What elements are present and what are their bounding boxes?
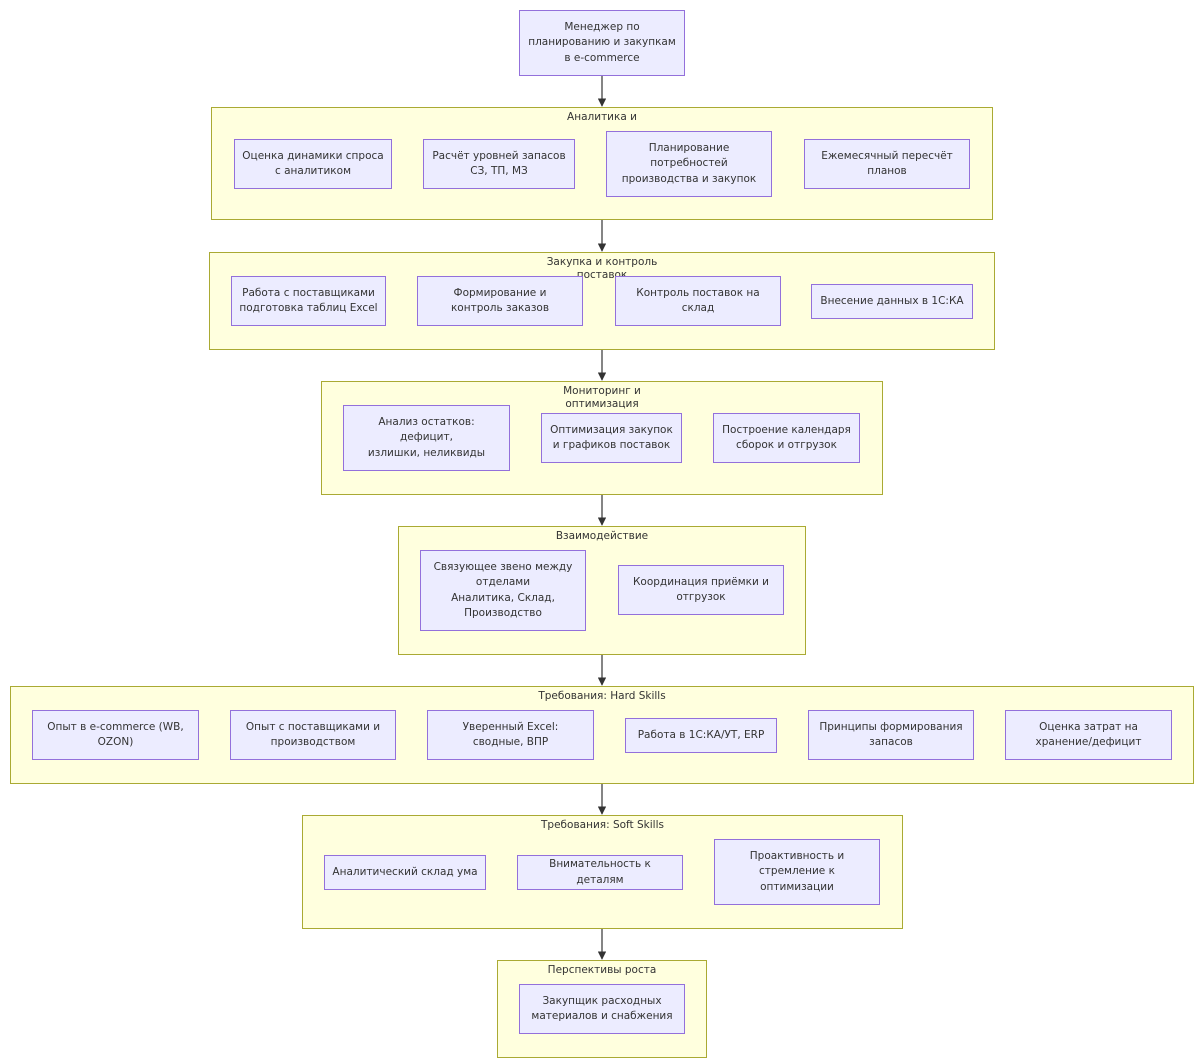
node-ecommerce-experience: Опыт в e-commerce (WB, OZON) [32, 710, 199, 760]
node-stock-levels: Расчёт уровней запасов СЗ, ТП, МЗ [423, 139, 575, 189]
cluster-title: Требования: Hard Skills [538, 690, 666, 702]
node-stock-principles: Принципы формирования запасов [808, 710, 974, 760]
node-department-link: Связующее звено между отделами Аналитика… [420, 550, 586, 631]
cluster-title: Взаимодействие [555, 530, 649, 542]
cluster-hard-skills: Требования: Hard Skills [10, 686, 1194, 784]
node-delivery-control: Контроль поставок на склад [615, 276, 781, 326]
node-excel-skills: Уверенный Excel: сводные, ВПР [427, 710, 594, 760]
node-attention-to-detail: Внимательность к деталям [517, 855, 683, 890]
node-buyer-supply: Закупщик расходных материалов и снабжени… [519, 984, 685, 1034]
cluster-title: Аналитика и планирование [567, 111, 637, 123]
node-assembly-calendar: Построение календаря сборок и отгрузок [713, 413, 860, 463]
node-order-forming: Формирование и контроль заказов [417, 276, 583, 326]
cluster-title: Перспективы роста [547, 964, 657, 976]
node-demand-dynamics: Оценка динамики спроса с аналитиком [234, 139, 392, 189]
node-receiving-coordination: Координация приёмки и отгрузок [618, 565, 784, 615]
cluster-title: Мониторинг и оптимизация [563, 385, 641, 410]
node-suppliers-excel: Работа с поставщиками подготовка таблиц … [231, 276, 386, 326]
node-monthly-recalc: Ежемесячный пересчёт планов [804, 139, 970, 189]
cluster-title: Закупка и контроль поставок [546, 256, 658, 280]
node-stock-analysis: Анализ остатков: дефицит, излишки, нелик… [343, 405, 510, 471]
cluster-title: Требования: Soft Skills [541, 819, 664, 831]
node-1c-data-entry: Внесение данных в 1С:КА [811, 284, 973, 319]
node-purchase-optimization: Оптимизация закупок и графиков поставок [541, 413, 682, 463]
node-supplier-experience: Опыт с поставщиками и производством [230, 710, 396, 760]
node-proactivity: Проактивность и стремление к оптимизации [714, 839, 880, 905]
node-production-planning: Планирование потребностей производства и… [606, 131, 772, 197]
node-1c-erp: Работа в 1С:КА/УТ, ERP [625, 718, 777, 753]
root-node-manager: Менеджер по планированию и закупкам в e-… [519, 10, 685, 76]
node-analytical-mind: Аналитический склад ума [324, 855, 486, 890]
node-cost-estimation: Оценка затрат на хранение/дефицит [1005, 710, 1172, 760]
